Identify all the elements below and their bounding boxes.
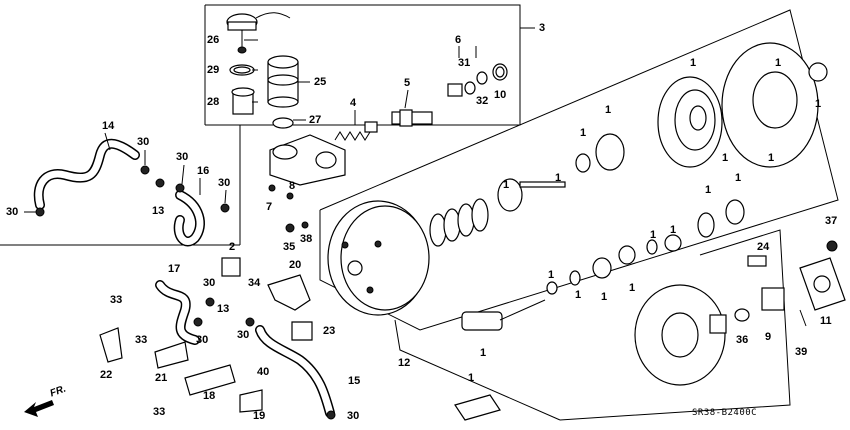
callout-37: 37 (825, 215, 838, 227)
bracket-22 (99, 327, 123, 363)
callout-21: 21 (155, 372, 168, 384)
check-valve-24 (747, 255, 767, 267)
diagram-code: SR38-B2400C (692, 408, 758, 418)
callout-1-u7: 1 (775, 57, 782, 69)
callout-1-u4: 1 (690, 57, 697, 69)
callout-30d: 30 (6, 206, 19, 218)
callout-40: 40 (257, 366, 270, 378)
callout-33c: 33 (153, 406, 166, 418)
callout-30c: 30 (218, 177, 231, 189)
callout-19: 19 (253, 410, 266, 422)
callout-12: 12 (398, 357, 411, 369)
direction-arrow-icon (24, 400, 54, 417)
callout-17: 17 (168, 263, 181, 275)
callout-30f: 30 (237, 329, 250, 341)
callout-33b: 33 (135, 334, 148, 346)
callout-1-u2: 1 (580, 127, 587, 139)
callout-26: 26 (207, 34, 220, 46)
callout-31: 31 (458, 57, 471, 69)
callout-1-r3: 1 (601, 291, 608, 303)
callout-8: 8 (289, 180, 296, 192)
bracket-2 (221, 257, 241, 277)
push-rod (461, 311, 503, 331)
callout-30g: 30 (196, 334, 209, 346)
callout-30e: 30 (203, 277, 216, 289)
callout-1-r5: 1 (650, 229, 657, 241)
callout-3: 3 (539, 22, 546, 34)
bracket-20 (267, 274, 311, 311)
callout-36: 36 (736, 334, 749, 346)
callout-18: 18 (203, 390, 216, 402)
spring-4 (334, 131, 371, 141)
callout-1-r4: 1 (629, 282, 636, 294)
callout-1-bag: 1 (468, 372, 475, 384)
callout-1-u8: 1 (815, 98, 822, 110)
group-1-box (319, 9, 839, 331)
callout-7: 7 (266, 201, 273, 213)
callout-13b: 13 (217, 303, 230, 315)
bracket-18 (184, 364, 236, 396)
callout-4: 4 (350, 97, 357, 109)
clip-23 (291, 321, 313, 341)
callout-30h: 30 (347, 410, 360, 422)
callout-27: 27 (309, 114, 322, 126)
callout-1-u3: 1 (605, 104, 612, 116)
callout-29: 29 (207, 64, 220, 76)
callout-38: 38 (300, 233, 313, 245)
seal-32 (476, 71, 488, 85)
callout-24: 24 (757, 241, 770, 253)
callout-1-u6: 1 (768, 152, 775, 164)
callout-1-r2: 1 (575, 289, 582, 301)
callout-32: 32 (476, 95, 489, 107)
callout-22: 22 (100, 369, 113, 381)
callout-15: 15 (348, 375, 361, 387)
callout-13a: 13 (152, 205, 165, 217)
callout-39: 39 (795, 346, 808, 358)
callout-6: 6 (455, 34, 462, 46)
callout-34: 34 (248, 277, 261, 289)
callout-23: 23 (323, 325, 336, 337)
callout-1-r6: 1 (670, 224, 677, 236)
callout-1-rod: 1 (480, 347, 487, 359)
callout-30a: 30 (137, 136, 150, 148)
callout-35: 35 (283, 241, 296, 253)
callout-1-r8: 1 (735, 172, 742, 184)
callout-30b: 30 (176, 151, 189, 163)
callout-14: 14 (102, 120, 115, 132)
clamp-27 (272, 117, 294, 129)
callout-25: 25 (314, 76, 327, 88)
bracket-19 (239, 389, 263, 413)
callout-1-r1: 1 (548, 269, 555, 281)
callout-5: 5 (404, 77, 411, 89)
bracket-21 (154, 341, 189, 369)
seal-31 (447, 83, 463, 97)
callout-28: 28 (207, 96, 220, 108)
callout-1-u5: 1 (722, 152, 729, 164)
callout-1-hub: 1 (503, 179, 510, 191)
callout-1-u1: 1 (555, 172, 562, 184)
callout-33a: 33 (110, 294, 123, 306)
callout-9: 9 (765, 331, 772, 343)
callout-1-r7: 1 (705, 184, 712, 196)
callout-2: 2 (229, 241, 236, 253)
callout-10: 10 (494, 89, 507, 101)
callout-16: 16 (197, 165, 210, 177)
callout-11: 11 (820, 315, 832, 327)
fitting-9 (761, 287, 785, 311)
callout-20: 20 (289, 259, 302, 271)
